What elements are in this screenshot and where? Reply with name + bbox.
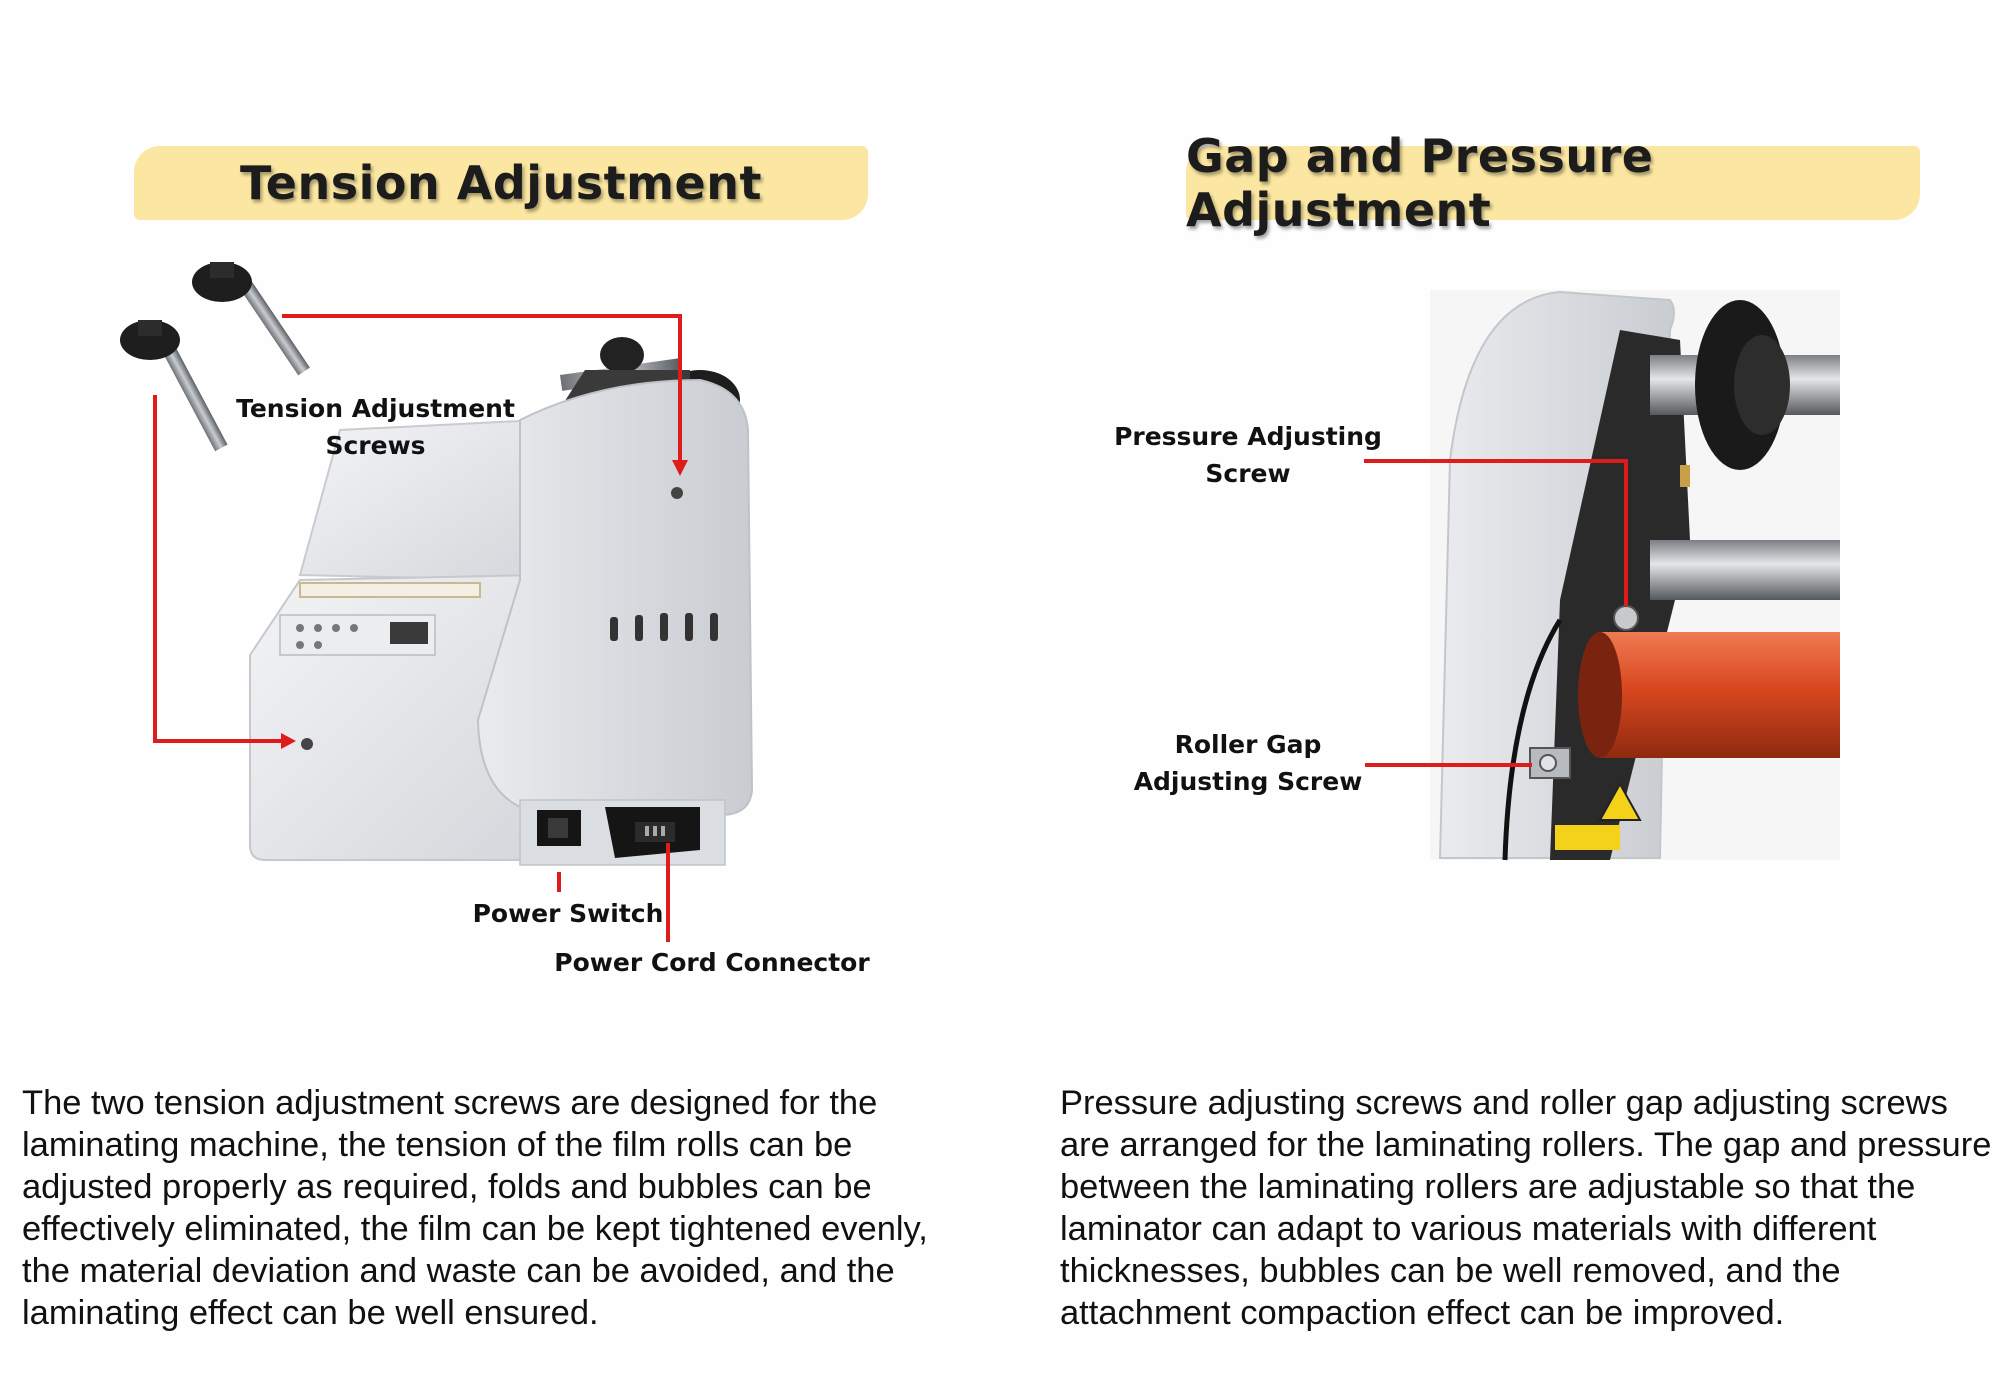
gap-pressure-description: Pressure adjusting screws and roller gap… — [1060, 1084, 1992, 1332]
roller-closeup-right — [1430, 290, 1840, 861]
callout-arrowheads-left — [281, 460, 688, 749]
pressure-label-line2: Screw — [1205, 459, 1291, 488]
tension-screws-label-line2: Screws — [325, 431, 426, 460]
gap-label-line1: Roller Gap — [1174, 730, 1322, 759]
tension-screw-icon — [120, 320, 228, 452]
callout-lines-right — [1364, 459, 1628, 767]
pressure-adjusting-screw-label: Pressure Adjusting Screw — [1112, 418, 1384, 492]
power-switch-label: Power Switch — [472, 899, 664, 928]
tension-screws-label: Tension Adjustment Screws — [233, 390, 518, 464]
tension-screw-icon — [192, 262, 310, 376]
power-cord-connector-label: Power Cord Connector — [554, 948, 870, 977]
laminator-machine-left — [249, 337, 754, 866]
tension-adjustment-title: Tension Adjustment — [134, 146, 868, 220]
gap-label-line2: Adjusting Screw — [1133, 767, 1363, 796]
callout-lines-left — [153, 314, 682, 942]
tension-screws-label-line1: Tension Adjustment — [236, 394, 515, 423]
roller-gap-screw-label: Roller Gap Adjusting Screw — [1130, 726, 1366, 800]
tension-description: The two tension adjustment screws are de… — [22, 1084, 928, 1332]
pressure-label-line1: Pressure Adjusting — [1114, 422, 1382, 451]
